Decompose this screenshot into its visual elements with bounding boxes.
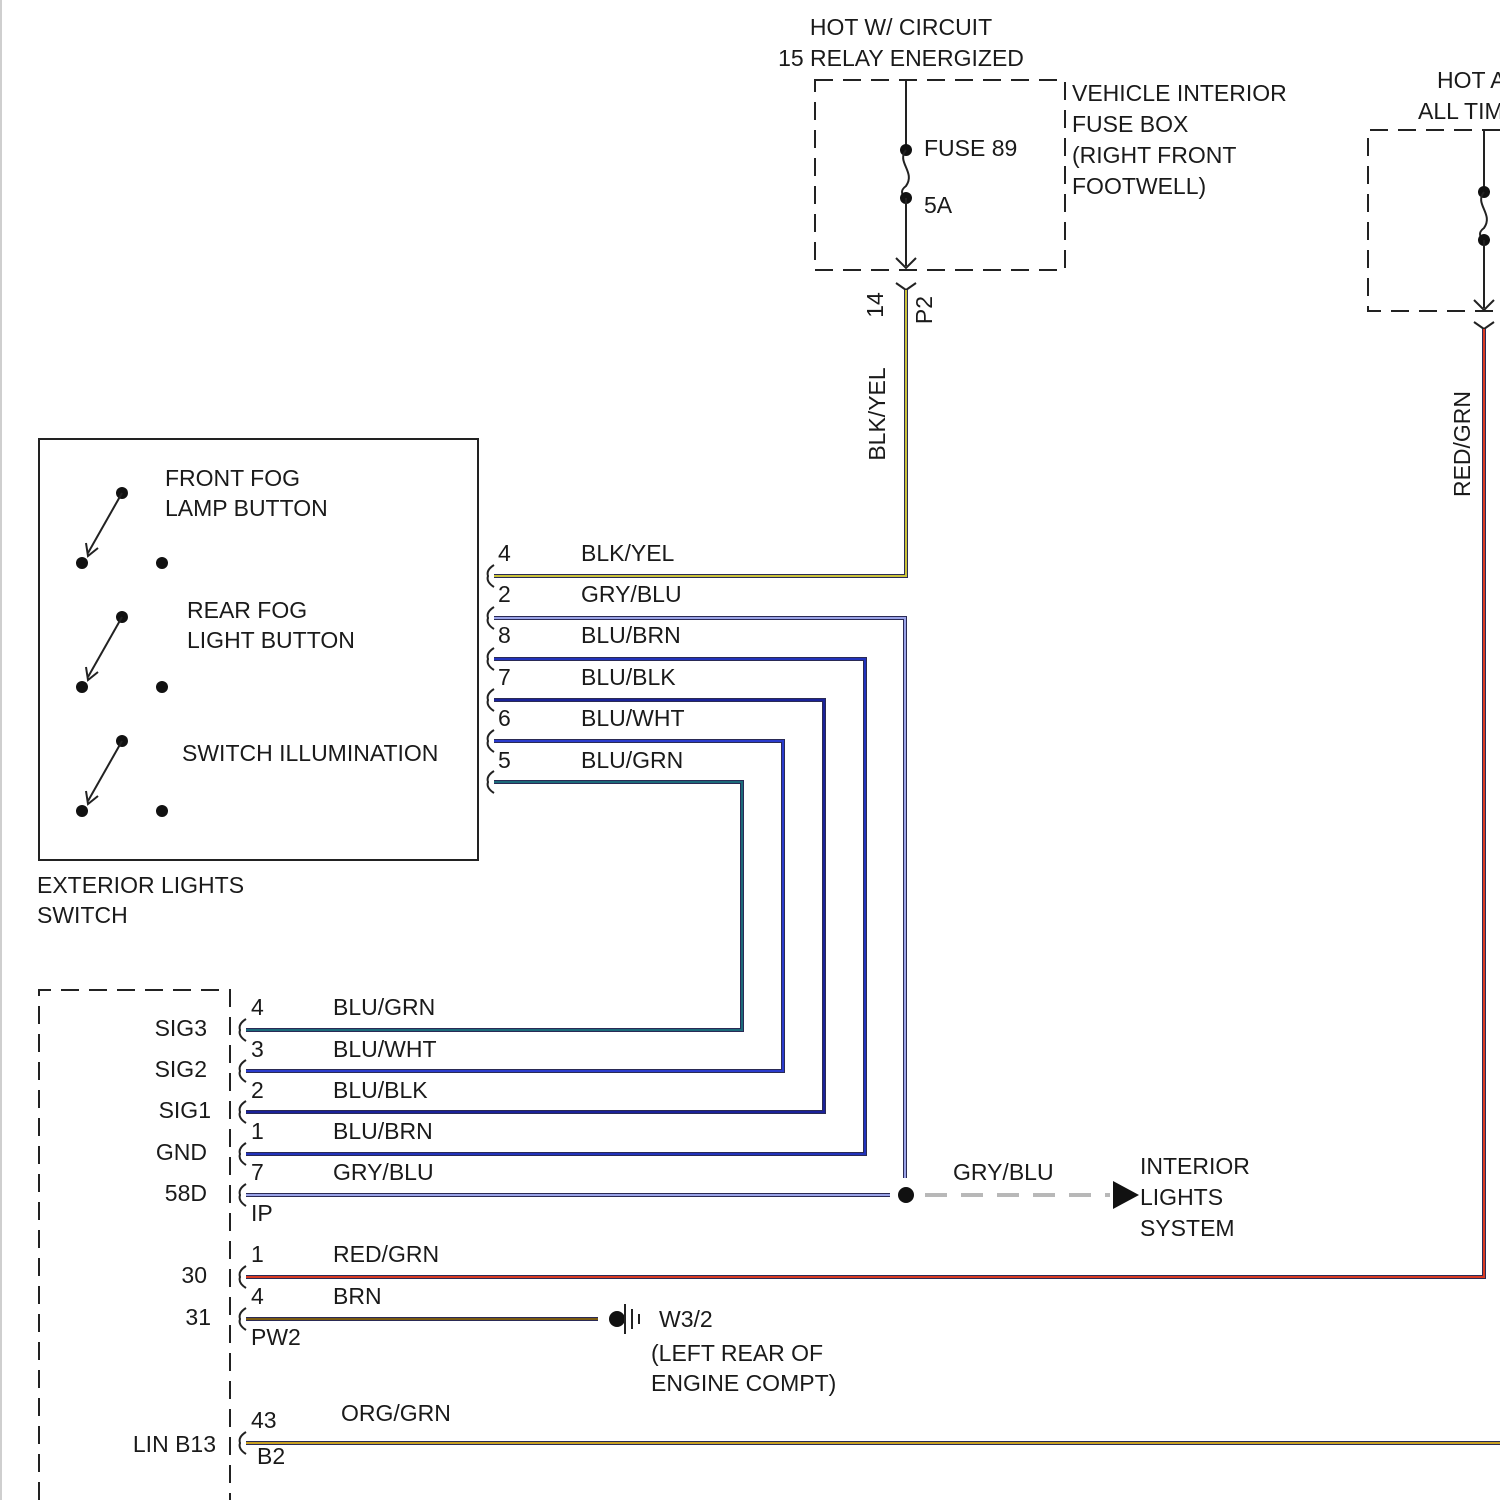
module-wire-7: BRN	[333, 1283, 382, 1309]
module-pin-8: 43	[251, 1407, 277, 1433]
module-signal-8: LIN B13	[133, 1431, 216, 1457]
right-fuse-box-outline	[1368, 130, 1500, 311]
interior-lights-name-3: SYSTEM	[1140, 1215, 1235, 1241]
ground-name: W3/2	[659, 1306, 713, 1332]
wire-blu-wht-core	[246, 741, 783, 1071]
right-fuse-connector-icon	[1474, 322, 1494, 329]
module-connector-b2: B2	[257, 1443, 285, 1469]
interior-lights-name-2: LIGHTS	[1140, 1184, 1223, 1210]
fuse-box-name-line-3: (RIGHT FRONT	[1072, 142, 1236, 168]
fuse-box-hot-label-1: HOT W/ CIRCUIT	[810, 14, 992, 40]
module-wire-8: ORG/GRN	[341, 1400, 451, 1426]
switch-pin-4: 7	[498, 664, 511, 690]
module-pin-2: 3	[251, 1036, 264, 1062]
module-wire-5: GRY/BLU	[333, 1159, 434, 1185]
interior-lights-arrow-icon	[1113, 1181, 1139, 1209]
switch-illumination-label: SWITCH ILLUMINATION	[182, 740, 438, 766]
module-signal-labels: SIG3 SIG2 SIG1 GND 58D 30 31 LIN B13	[133, 1015, 216, 1457]
interior-lights-name-1: INTERIOR	[1140, 1153, 1250, 1179]
front-fog-label-1: FRONT FOG	[165, 465, 300, 491]
wire-blu-wht	[246, 741, 783, 1071]
module-wire-2: BLU/WHT	[333, 1036, 437, 1062]
switch-name-2: SWITCH	[37, 902, 128, 928]
module-signal-3: SIG1	[159, 1097, 211, 1123]
switch-wire-2: GRY/BLU	[581, 581, 682, 607]
module-pin-1: 4	[251, 994, 264, 1020]
interior-lights-link: GRY/BLU INTERIOR LIGHTS SYSTEM	[898, 1153, 1250, 1241]
module-connector-pins	[240, 1019, 246, 1454]
switch-wire-6: BLU/GRN	[581, 747, 683, 773]
control-module: SIG3 SIG2 SIG1 GND 58D 30 31 LIN B13 4 B…	[39, 990, 451, 1500]
fuse-89-icon	[902, 150, 909, 198]
wire-label-red-grn-vertical: RED/GRN	[1449, 391, 1475, 497]
module-signal-4: GND	[156, 1139, 207, 1165]
switch-wire-5: BLU/WHT	[581, 705, 685, 731]
fuse-89-label: FUSE 89	[924, 135, 1017, 161]
switch-wire-3: BLU/BRN	[581, 622, 681, 648]
fuse-box-pin-label: 14	[862, 292, 888, 318]
rear-fog-label-1: REAR FOG	[187, 597, 307, 623]
wires	[246, 290, 1500, 1443]
module-signal-2: SIG2	[155, 1056, 207, 1082]
module-pin-4: 1	[251, 1118, 264, 1144]
switch-pin-3: 8	[498, 622, 511, 648]
module-pin-5: 7	[251, 1159, 264, 1185]
fuse-box-name-line-4: FOOTWELL)	[1072, 173, 1206, 199]
ground-location-1: (LEFT REAR OF	[651, 1340, 823, 1366]
module-connector-pw2: PW2	[251, 1324, 301, 1350]
switch-wire-1: BLK/YEL	[581, 540, 675, 566]
wire-blk-yel-core	[494, 290, 906, 576]
wire-blk-yel	[494, 290, 906, 576]
illumination-switch-icon	[76, 735, 168, 817]
fuse-box-hot-label-2: 15 RELAY ENERGIZED	[778, 45, 1024, 71]
module-pin-7: 4	[251, 1283, 264, 1309]
rear-fog-label-2: LIGHT BUTTON	[187, 627, 355, 653]
switch-name-1: EXTERIOR LIGHTS	[37, 872, 244, 898]
switch-connector-pins	[488, 565, 494, 793]
fuse-connector-icon	[896, 283, 916, 290]
module-signal-7: 31	[185, 1304, 211, 1330]
rear-fog-switch-icon	[76, 611, 168, 693]
fuse-box-outline	[815, 80, 1065, 270]
fuse-box-connector-label: P2	[911, 296, 937, 324]
wire-label-blk-yel-vertical: BLK/YEL	[864, 367, 890, 461]
switch-pin-1: 4	[498, 540, 511, 566]
module-pin-labels: 4 BLU/GRN 3 BLU/WHT 2 BLU/BLK 1 BLU/BRN …	[251, 994, 451, 1469]
module-wire-6: RED/GRN	[333, 1241, 439, 1267]
fuse-box: HOT W/ CIRCUIT 15 RELAY ENERGIZED VEHICL…	[778, 14, 1287, 324]
right-fuse-hot-label-2: ALL TIMES	[1418, 98, 1500, 124]
switch-pin-6: 5	[498, 747, 511, 773]
module-pin-6: 1	[251, 1241, 264, 1267]
module-signal-1: SIG3	[155, 1015, 207, 1041]
fuse-89-rating: 5A	[924, 192, 953, 218]
wire-blu-grn-core	[246, 782, 742, 1030]
fuse-box-name-line-2: FUSE BOX	[1072, 111, 1188, 137]
module-pin-3: 2	[251, 1077, 264, 1103]
ground-terminal	[609, 1311, 625, 1327]
module-signal-5: 58D	[165, 1180, 207, 1206]
right-fuse-hot-label-1: HOT AT	[1437, 67, 1500, 93]
module-signal-6: 30	[181, 1262, 207, 1288]
module-wire-1: BLU/GRN	[333, 994, 435, 1020]
ground-w3-2: W3/2 (LEFT REAR OF ENGINE COMPT)	[609, 1304, 836, 1396]
right-fuse-box: HOT AT ALL TIMES	[1368, 67, 1500, 329]
front-fog-label-2: LAMP BUTTON	[165, 495, 328, 521]
exterior-lights-switch: FRONT FOG LAMP BUTTON REAR FOG LIGHT BUT…	[37, 439, 685, 928]
fuse-box-name-line-1: VEHICLE INTERIOR	[1072, 80, 1287, 106]
ground-location-2: ENGINE COMPT)	[651, 1370, 836, 1396]
module-wire-4: BLU/BRN	[333, 1118, 433, 1144]
front-fog-switch-icon	[76, 487, 168, 569]
switch-wire-4: BLU/BLK	[581, 664, 676, 690]
wire-blu-grn	[246, 782, 742, 1030]
module-wire-3: BLU/BLK	[333, 1077, 428, 1103]
splice-dot	[898, 1187, 914, 1203]
switch-pin-2: 2	[498, 581, 511, 607]
switch-pin-5: 6	[498, 705, 511, 731]
right-fuse-icon	[1480, 192, 1487, 240]
interior-lights-wire-label: GRY/BLU	[953, 1159, 1054, 1185]
ground-icon	[625, 1304, 639, 1334]
module-connector-ip: IP	[251, 1200, 273, 1226]
